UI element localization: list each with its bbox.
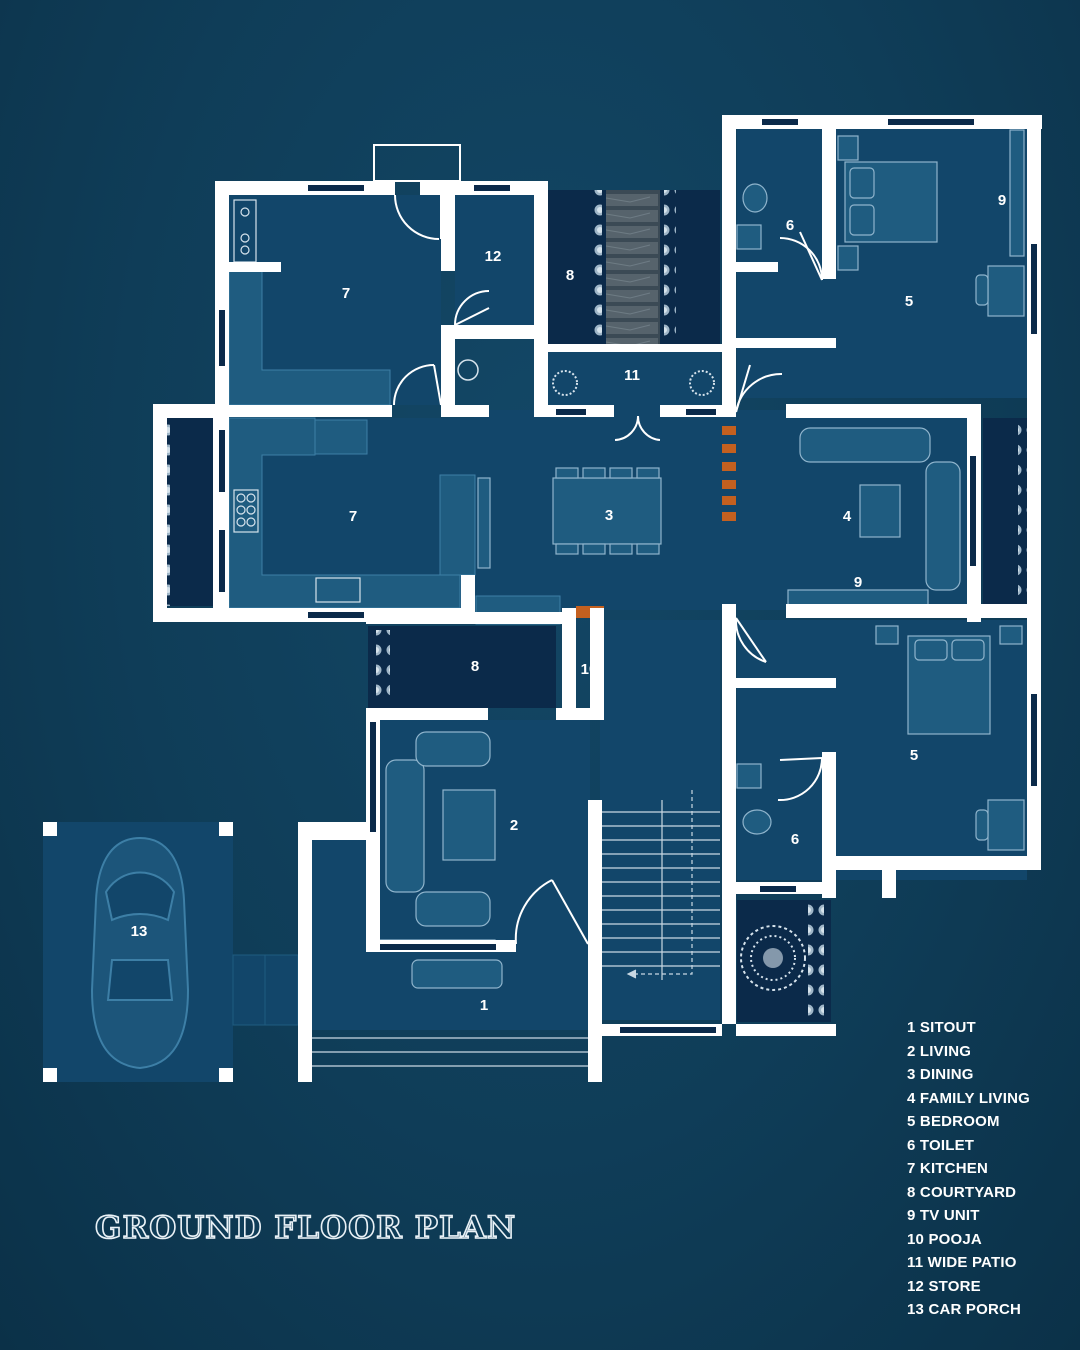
tree-icon [740,925,806,991]
legend-item: 4 FAMILY LIVING [907,1089,1031,1107]
room-number-sitout: 1 [480,997,488,1014]
legend-item: 8 COURTYARD [907,1183,1017,1201]
legend-item: 10 POOJA [907,1230,982,1248]
desk-2 [987,799,1025,851]
legend-item: 11 WIDE PATIO [907,1254,1017,1271]
family-sofa-side [925,461,961,591]
page-title: GROUND FLOOR PLAN [94,1209,517,1247]
walls [153,115,1042,1082]
windows [219,119,1037,1033]
wash-basin-icon [457,359,479,381]
room-number-toilet-2: 6 [791,831,799,848]
room-labels: 1 2 3 4 5 5 6 6 7 7 8 8 9 9 10 11 12 13 [131,192,1007,1014]
room-number-tv-unit-1: 9 [998,192,1006,209]
room-number-wide-patio: 11 [624,367,640,384]
wardrobe-1 [1009,129,1025,257]
room-number-tv-unit-2: 9 [854,574,862,591]
living-sofa-bottom [415,891,491,927]
car-icon [90,836,190,1070]
room-number-pooja: 10 [581,661,598,678]
staircase [602,790,720,980]
legend-item: 12 STORE [907,1277,981,1295]
family-sofa-top [799,427,931,463]
shrub-icon [689,370,715,396]
legend-item: 6 TOILET [907,1136,975,1154]
room-number-bedroom-2: 5 [910,747,918,764]
wc-icon [742,183,768,213]
dining-table [552,477,662,545]
legend-item: 3 DINING [907,1066,974,1083]
sitout-steps [312,1037,588,1067]
room-number-courtyard-1: 8 [566,267,574,284]
room-number-kitchen-1: 7 [342,285,350,302]
furniture [379,129,1025,989]
living-sofa-left [385,759,425,893]
room-number-dining: 3 [605,507,613,524]
wc-icon [742,809,772,835]
legend-item: 2 LIVING [907,1042,972,1060]
sitout-chairs [411,959,503,989]
legend-item: 7 KITCHEN [907,1160,988,1177]
room-number-toilet-1: 6 [786,217,794,234]
room-number-bedroom-1: 5 [905,293,913,310]
room-number-living: 2 [510,817,518,834]
car-porch [43,822,299,1082]
family-coffee-table [859,484,901,538]
stepping-stones [606,190,660,348]
room-number-car-porch: 13 [131,923,148,940]
legend-item: 1 SITOUT [907,1019,976,1036]
room-number-courtyard-2: 8 [471,658,479,675]
legend-item: 13 CAR PORCH [907,1301,1022,1318]
room-number-store: 12 [485,248,502,265]
legend-item: 5 BEDROOM [907,1113,1000,1130]
sink-icon [315,577,361,603]
living-sofa-top [415,731,491,767]
room-number-family-living: 4 [843,508,852,525]
kitchen-counters [228,269,561,625]
living-coffee-table [442,789,496,861]
door-swings [393,194,824,945]
courtyard-middle [368,626,556,708]
desk-1 [987,265,1025,317]
shrub-icon [552,370,578,396]
legend: 1 SITOUT 2 LIVING 3 DINING 4 FAMILY LIVI… [907,1016,1030,1322]
legend-item: 9 TV UNIT [907,1207,980,1224]
room-number-kitchen-2: 7 [349,508,357,525]
